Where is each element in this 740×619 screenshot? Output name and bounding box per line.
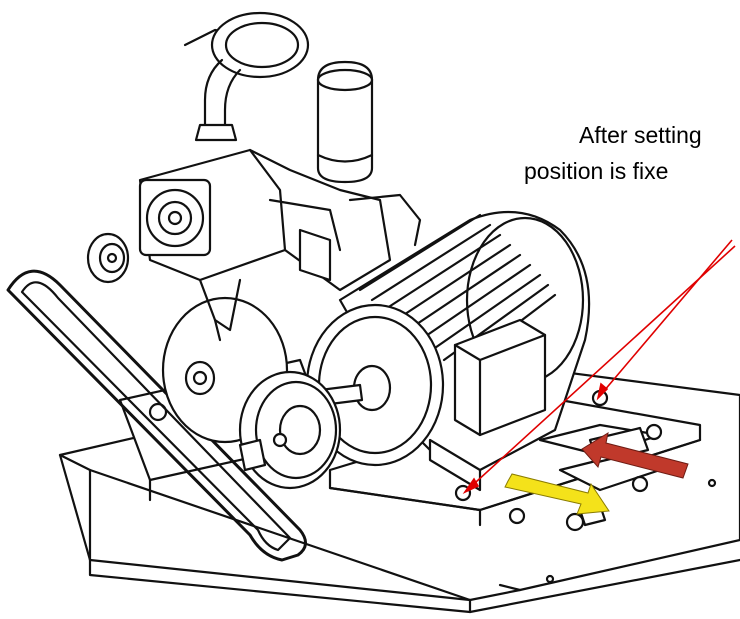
inlet-filter (183, 11, 310, 142)
motor-end-shield (305, 303, 445, 467)
annotation-line-2: position is fixe (524, 158, 669, 184)
pump-body (138, 148, 422, 342)
spare-pulley (86, 232, 130, 284)
bolts (148, 389, 717, 584)
annotation-line-1: After setting (579, 122, 702, 148)
yellow-arrow-icon (504, 473, 610, 515)
red-arrow-icon (581, 431, 689, 479)
red-leader-line-icon (462, 239, 736, 494)
drive-pulley (238, 370, 364, 490)
filter-canister (316, 60, 374, 184)
v-belt (6, 269, 307, 562)
